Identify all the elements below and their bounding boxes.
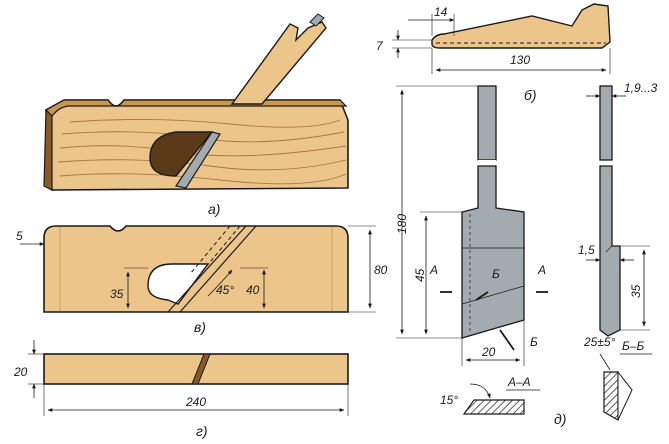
dim-blade-180: 180: [395, 214, 409, 234]
blade-body: [461, 165, 525, 339]
dim-blade-thickness: 1,9...3: [624, 81, 658, 95]
plane-body-end: [43, 108, 53, 191]
section-aa-angle: 15°: [440, 393, 458, 407]
plane-body-top: [45, 99, 348, 117]
dim-side-80: 80: [374, 263, 388, 277]
caption-a: а): [208, 201, 220, 217]
caption-b: б): [524, 87, 537, 103]
dim-blade-45: 45: [413, 268, 427, 282]
dim-side-35: 35: [110, 287, 124, 301]
section-bb-label: Б–Б: [622, 339, 644, 353]
section-aa-shape: [462, 399, 525, 415]
dim-blade-15: 1,5: [578, 243, 595, 257]
section-bb-shape: [603, 371, 619, 422]
dim-blade-35: 35: [629, 284, 643, 298]
dim-side-40: 40: [246, 283, 260, 297]
dim-top-240: 240: [185, 395, 206, 409]
dim-wedge-130: 130: [510, 53, 530, 67]
section-bb-angle: 25±5°: [583, 335, 616, 349]
plane-side-view: 5 80 35 45° 40 в): [16, 225, 388, 335]
plane-wedge: [230, 21, 327, 105]
dim-wedge-14: 14: [434, 5, 448, 19]
plane-3d-view: а): [43, 13, 349, 217]
section-bb-bevel: [617, 370, 633, 421]
wedge-drawing: 14 7 130 б): [376, 3, 611, 103]
label-b-bottom: Б: [530, 335, 538, 349]
label-a-right: А: [537, 263, 546, 277]
caption-d: д): [554, 411, 566, 427]
side-mouth-line: [167, 225, 257, 313]
dim-wedge-7: 7: [376, 39, 384, 53]
plane-top-view: 20 240 г): [13, 340, 349, 439]
plane-iron-top: [309, 13, 325, 27]
dim-blade-20: 20: [481, 345, 496, 359]
caption-v: в): [194, 319, 206, 335]
blade-profile: [599, 165, 621, 337]
wedge-outline: [431, 3, 611, 49]
plane-iron: [175, 131, 221, 189]
label-a-left: А: [429, 263, 438, 277]
label-b-top: Б: [492, 267, 500, 281]
caption-g: г): [196, 423, 208, 439]
blade-drawing: А А Б Б 180 45 20 1,9...3 1,5: [395, 81, 658, 427]
dim-side-45: 45°: [216, 283, 234, 297]
section-aa-label: А–А: [507, 375, 531, 389]
dim-side-5: 5: [16, 229, 23, 243]
dim-top-20: 20: [13, 365, 28, 379]
